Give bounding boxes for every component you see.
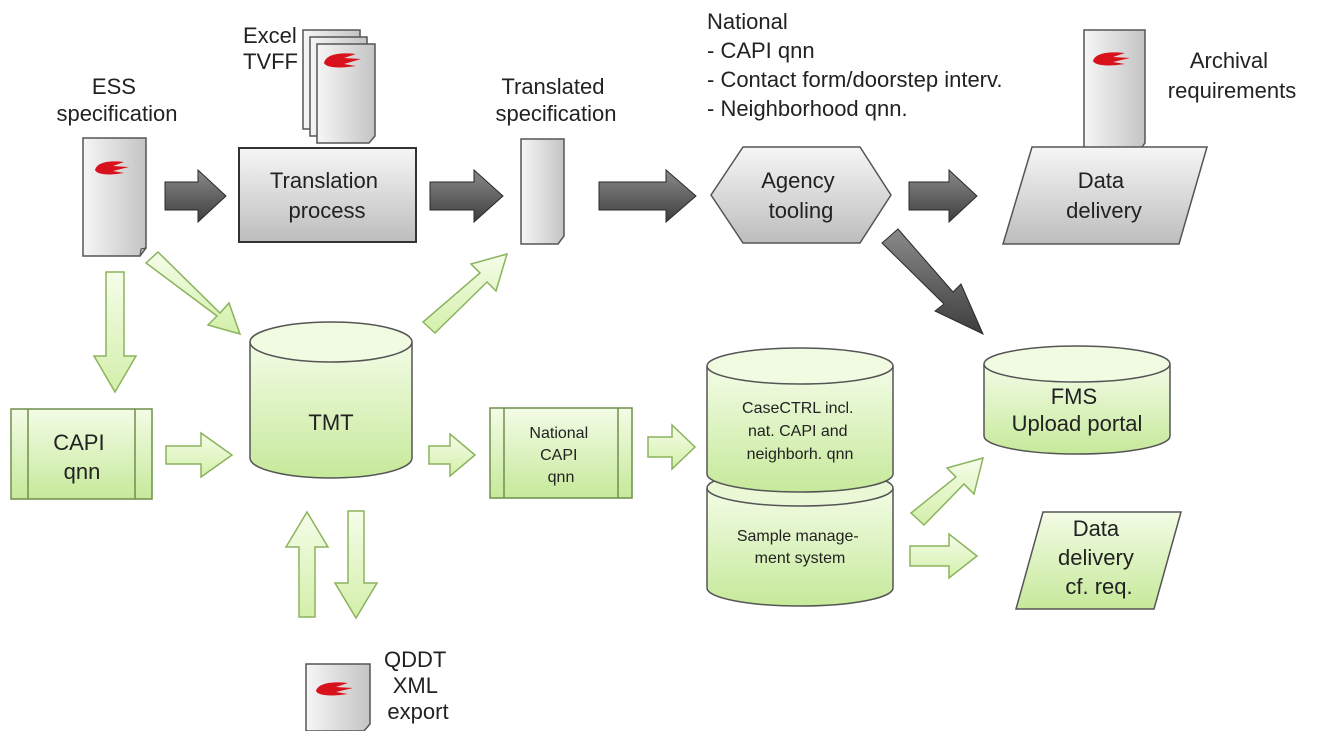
casectrl-label: CaseCTRL incl. nat. CAPI and neighborh. … [742,400,858,463]
data-delivery-cf-label: Data delivery cf. req. [1058,516,1140,599]
translation-process-label: Translation process [270,168,384,223]
arrow-translated-to-agency [598,168,697,224]
capi-label: CAPI qnn [53,430,110,484]
translated-spec-label: Translated specification [495,74,616,126]
casectrl-cylinder [706,347,894,493]
capi-qnn-box [10,408,153,500]
fms-label: FMS Upload portal [1012,384,1143,436]
qddt-label: QDDT XML export [384,647,452,724]
excel-tvff-documents-icon [302,29,376,144]
arrow-national-capi-to-casectrl [647,423,697,471]
translated-spec-document-icon [520,138,565,245]
national-capi-qnn-box [489,407,633,499]
qddt-document-icon [305,663,371,731]
data-delivery-cf-parallelogram [1015,511,1182,610]
fms-upload-portal-cylinder [983,345,1171,455]
sample-mgmt-label: Sample manage- ment system [737,528,863,567]
arrow-sample-to-fms [909,456,985,527]
archival-logo-icon [1093,52,1130,66]
national-label: National - CAPI qnn - Contact form/doors… [707,9,1009,121]
tmt-label: TMT [308,410,353,435]
ess-spec-document-icon [82,137,147,257]
data-delivery-parallelogram [1001,146,1208,245]
qddt-logo-icon [316,682,353,696]
agency-tooling-hexagon [710,146,892,244]
archival-label: Archival requirements [1168,48,1296,103]
agency-tooling-label: Agency tooling [761,168,841,223]
national-capi-label: National CAPI qnn [529,425,592,486]
arrow-tmt-to-qddt [333,510,379,620]
arrow-ess-to-tmt [144,250,242,336]
arrow-tmt-to-translated [421,252,509,335]
ess-spec-label: ESS specification [56,74,177,126]
arrow-translation-to-translated [429,168,504,224]
tvff-logo-icon [324,53,361,68]
arrow-sample-to-data-delivery [909,532,979,580]
arrow-capi-to-tmt [165,431,234,479]
tmt-database-cylinder [249,321,413,479]
arrow-agency-to-data-delivery [908,168,978,224]
arrow-qddt-to-tmt [284,510,330,618]
arrow-ess-to-capi [92,271,138,394]
data-delivery-label: Data delivery [1066,168,1142,223]
excel-tvff-label: Excel TVFF [243,23,303,74]
translation-process-box [238,147,417,243]
arrow-ess-to-translation [164,168,227,224]
arrow-agency-to-fms [881,228,985,336]
ess-logo-icon [95,161,129,175]
archival-document-icon [1083,29,1146,152]
arrow-tmt-to-national-capi [428,432,477,478]
